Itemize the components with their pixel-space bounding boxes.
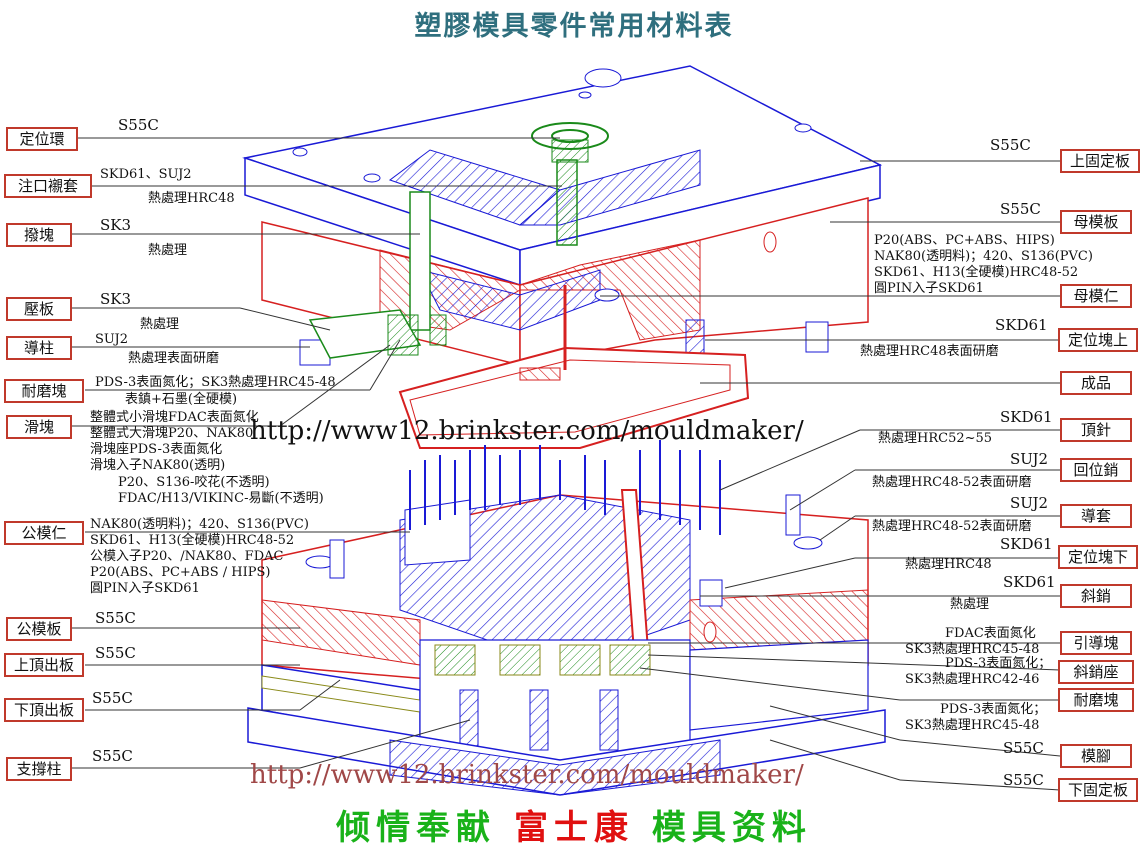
material-return-pin-1: SUJ2	[1010, 450, 1049, 468]
leader-lines	[72, 137, 1061, 791]
material-cavity-insert-1: P20(ABS、PC+ABS、HIPS)	[874, 233, 1055, 248]
material-core-insert-5: 圓PIN入子SKD61	[90, 581, 200, 596]
material-guide-block-1: FDAC表面氮化	[945, 626, 1036, 641]
material-wear-plate-right-1: PDS-3表面氮化；	[940, 702, 1047, 717]
material-sprue-bushing-1: SKD61、SUJ2	[100, 167, 192, 182]
label-mold-leg: 模腳	[1060, 744, 1132, 768]
label-locating-ring: 定位環	[6, 127, 78, 151]
cavity-plate	[261, 197, 869, 366]
material-return-pin-2: 熱處理HRC48-52表面研磨	[872, 475, 1032, 490]
material-pressure-plate-1: SK3	[100, 290, 132, 308]
label-slide-pusher: 撥塊	[6, 223, 72, 247]
material-cavity-insert-2: NAK80(透明料)；420、S136(PVC)	[874, 249, 1093, 264]
label-angle-pin-seat: 斜銷座	[1058, 660, 1134, 684]
product	[398, 285, 750, 449]
material-slide-pusher-2: 熱處理	[148, 243, 188, 258]
material-core-insert-2: SKD61、H13(全硬模)HRC48-52	[90, 533, 295, 548]
label-sprue-bushing: 注口襯套	[4, 174, 92, 198]
material-cavity-insert-3: SKD61、H13(全硬模)HRC48-52	[874, 265, 1079, 280]
material-ejector-pin-2: 熱處理HRC52~55	[878, 431, 993, 446]
material-wear-plate-left-1: PDS-3表面氮化；SK3熱處理HRC45-48	[95, 375, 336, 390]
material-angle-pin-2: 熱處理	[950, 597, 990, 612]
label-top-clamp-plate: 上固定板	[1060, 149, 1140, 173]
label-cavity-insert: 母模仁	[1060, 284, 1132, 308]
label-upper-locating-block: 定位塊上	[1058, 328, 1138, 352]
footer-part-2: 富士康	[514, 808, 634, 848]
label-lower-locating-block: 定位塊下	[1058, 545, 1138, 569]
label-core-plate: 公模板	[6, 617, 72, 641]
watermark-url-top: http://www12.brinkster.com/mouldmaker/	[250, 416, 804, 446]
material-angle-pin-1: SKD61	[1003, 573, 1056, 591]
page-title: 塑膠模具零件常用材料表	[414, 11, 734, 42]
label-cavity-plate: 母模板	[1060, 210, 1132, 234]
material-slide-5: P20、S136-咬花(不透明)	[118, 475, 270, 490]
label-support-pillar: 支撐柱	[6, 757, 72, 781]
material-mold-leg: S55C	[1003, 739, 1044, 757]
material-slide-2: 整體式大滑塊P20、NAK80	[90, 426, 254, 441]
material-core-insert-4: P20(ABS、PC+ABS / HIPS)	[90, 565, 271, 580]
label-bottom-clamp-plate: 下固定板	[1058, 778, 1138, 802]
material-slide-3: 滑塊座PDS-3表面氮化	[90, 442, 223, 457]
footer-part-1: 倾情奉献	[336, 808, 497, 848]
footer-banner: 倾情奉献 富士康 模具资料	[0, 800, 1148, 849]
material-upper-ejector-plate: S55C	[95, 644, 136, 662]
material-cavity-insert-4: 圓PIN入子SKD61	[874, 281, 984, 296]
material-wear-plate-left-2: 表鎮+石墨(全硬模)	[125, 392, 238, 407]
material-guide-block-2: SK3熱處理HRC45-48	[905, 642, 1040, 657]
material-guide-pillar-2: 熱處理表面研磨	[128, 351, 220, 366]
material-wear-plate-right-2: SK3熱處理HRC45-48	[905, 718, 1040, 733]
label-wear-plate-left: 耐磨塊	[4, 379, 84, 403]
footer-part-3: 模具资料	[651, 808, 812, 848]
material-core-insert-1: NAK80(透明料)；420、S136(PVC)	[90, 517, 309, 532]
material-guide-bushing-1: SUJ2	[1010, 494, 1049, 512]
slide-parts	[308, 191, 447, 359]
sprue-bushing	[556, 159, 578, 246]
label-guide-block: 引導塊	[1060, 631, 1132, 655]
material-upper-locating-block-1: SKD61	[995, 316, 1048, 334]
material-bottom-clamp-plate: S55C	[1003, 771, 1044, 789]
material-slide-1: 整體式小滑塊FDAC表面氮化	[90, 410, 259, 425]
watermark-url-bottom: http://www12.brinkster.com/mouldmaker/	[250, 760, 804, 790]
material-pressure-plate-2: 熱處理	[140, 317, 180, 332]
label-wear-plate-right: 耐磨塊	[1058, 688, 1134, 712]
material-guide-pillar-1: SUJ2	[95, 332, 128, 347]
material-locating-ring: S55C	[118, 116, 159, 134]
label-lower-ejector-plate: 下頂出板	[4, 698, 84, 722]
material-cavity-plate: S55C	[1000, 200, 1041, 218]
material-slide-6: FDAC/H13/VIKINC-易斷(不透明)	[118, 491, 324, 506]
label-product: 成品	[1060, 371, 1132, 395]
core-plate	[261, 494, 869, 691]
material-angle-pin-seat-1: PDS-3表面氮化；	[945, 656, 1052, 671]
label-guide-pillar: 導柱	[6, 336, 72, 360]
locating-ring	[531, 122, 609, 163]
material-lower-locating-block-1: SKD61	[1000, 535, 1053, 553]
material-lower-ejector-plate: S55C	[92, 689, 133, 707]
label-upper-ejector-plate: 上頂出板	[4, 653, 84, 677]
ejector-pins	[409, 440, 721, 535]
material-core-plate: S55C	[95, 609, 136, 627]
material-lower-locating-block-2: 熱處理HRC48	[905, 557, 992, 572]
material-slide-pusher-1: SK3	[100, 216, 132, 234]
material-sprue-bushing-2: 熱處理HRC48	[148, 191, 235, 206]
material-angle-pin-seat-2: SK3熱處理HRC42-46	[905, 672, 1040, 687]
label-slide: 滑塊	[6, 415, 72, 439]
bottom-clamp-plate	[247, 707, 886, 796]
material-slide-4: 滑塊入子NAK80(透明)	[90, 458, 226, 473]
material-upper-locating-block-2: 熱處理HRC48表面研磨	[860, 344, 999, 359]
material-ejector-pin-1: SKD61	[1000, 408, 1053, 426]
label-guide-bushing: 導套	[1060, 504, 1132, 528]
label-ejector-pin: 頂針	[1060, 418, 1132, 442]
label-angle-pin: 斜銷	[1060, 584, 1132, 608]
material-guide-bushing-2: 熱處理HRC48-52表面研磨	[872, 519, 1032, 534]
material-core-insert-3: 公模入子P20、/NAK80、FDAC	[90, 549, 284, 564]
label-return-pin: 回位銷	[1060, 458, 1132, 482]
label-core-insert: 公模仁	[4, 521, 84, 545]
material-top-clamp-plate: S55C	[990, 136, 1031, 154]
label-pressure-plate: 壓板	[6, 297, 72, 321]
material-support-pillar: S55C	[92, 747, 133, 765]
